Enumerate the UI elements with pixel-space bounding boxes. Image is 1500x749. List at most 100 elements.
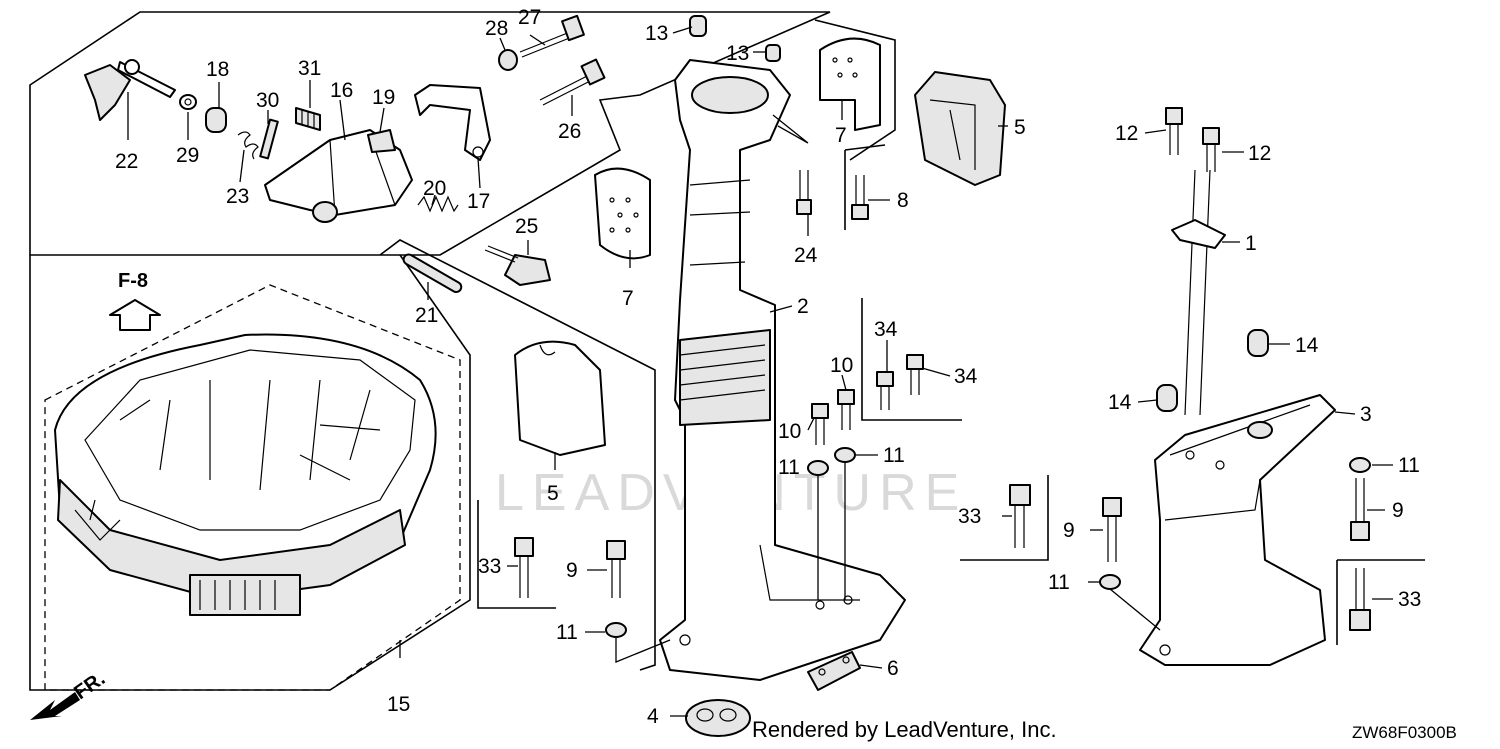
part-12-bolt-right <box>1202 127 1220 172</box>
part-33-bolt-a <box>514 537 534 598</box>
callout-12a: 12 <box>1115 122 1138 145</box>
callout-34a: 34 <box>874 318 898 341</box>
callout-14a: 14 <box>1295 334 1319 357</box>
part-19-cap <box>367 129 396 153</box>
callout-11c: 11 <box>556 621 578 644</box>
part-27-bolt <box>519 14 585 58</box>
part-11-washer-a <box>807 460 829 476</box>
part-4-grommet <box>685 699 751 737</box>
callout-30: 30 <box>256 89 279 112</box>
part-11-washer-b <box>834 447 856 463</box>
callout-33c: 33 <box>1398 588 1421 611</box>
svg-text:F-8: F-8 <box>118 270 148 292</box>
part-20-spring <box>417 195 459 213</box>
credit-text: Rendered by LeadVenture, Inc. <box>752 717 1057 742</box>
callout-8: 8 <box>897 189 909 212</box>
part-11-washer-c <box>605 622 627 638</box>
leader-lines <box>127 26 1393 717</box>
part-15-undercowl <box>54 333 437 616</box>
callout-9c: 9 <box>1392 499 1404 522</box>
part-10-bolt-b <box>837 389 855 430</box>
callout-22: 22 <box>115 150 138 173</box>
callout-2: 2 <box>797 295 809 318</box>
callout-14b: 14 <box>1108 391 1132 414</box>
part-7-rubber-upper <box>819 37 881 131</box>
part-11-washer-e <box>1349 457 1371 473</box>
callout-13a: 13 <box>645 22 668 45</box>
callout-17: 17 <box>467 190 490 213</box>
callout-11b: 11 <box>883 444 905 467</box>
callout-24: 24 <box>794 244 818 267</box>
part-33-bolt-b <box>1009 484 1031 548</box>
callout-11e: 11 <box>1398 454 1420 477</box>
part-12-bolt-left <box>1165 107 1183 155</box>
front-direction-arrow: FR. <box>30 668 109 720</box>
callout-20: 20 <box>423 177 446 200</box>
callouts: 22 29 18 23 30 31 16 19 17 20 21 25 28 2… <box>115 6 1421 728</box>
part-8-bolt <box>851 175 869 220</box>
callout-6: 6 <box>887 657 899 680</box>
part-5-mount-lower <box>514 340 606 456</box>
callout-31: 31 <box>298 57 321 80</box>
callout-12b: 12 <box>1248 142 1271 165</box>
part-30-pin <box>259 118 279 160</box>
callout-11a: 11 <box>778 456 800 479</box>
callout-1: 1 <box>1245 232 1257 255</box>
callout-19: 19 <box>372 86 395 109</box>
callout-21: 21 <box>415 304 438 327</box>
part-7-rubber-lower <box>594 167 651 260</box>
callout-5a: 5 <box>1014 116 1026 139</box>
callout-4: 4 <box>647 705 659 728</box>
group-outline-34 <box>861 298 962 421</box>
part-13-nut-b <box>765 44 781 62</box>
part-28-washer <box>498 49 518 71</box>
part-14-collar-b <box>1156 384 1178 412</box>
part-9-bolt-c <box>1350 478 1370 541</box>
view-ref-f8: F-8 <box>109 270 161 331</box>
part-11-washer-d <box>1099 574 1121 590</box>
group-outline-8 <box>844 144 886 230</box>
part-31-nipple <box>295 107 321 131</box>
callout-33b: 33 <box>958 505 981 528</box>
callout-13b: 13 <box>726 42 749 65</box>
part-25-bolt <box>484 245 551 286</box>
part-17-clamp <box>414 84 491 161</box>
callout-15: 15 <box>387 693 410 716</box>
callout-7b: 7 <box>622 287 634 310</box>
group-outline-33b <box>960 475 1049 561</box>
callout-34b: 34 <box>954 365 978 388</box>
part-5-mount-upper <box>914 71 1006 186</box>
part-18-collar <box>205 107 227 133</box>
callout-23: 23 <box>226 185 249 208</box>
part-24-bolt <box>796 170 812 215</box>
part-33-bolt-c <box>1349 568 1371 631</box>
callout-9a: 9 <box>566 559 578 582</box>
part-6-plate <box>807 651 861 691</box>
callout-16: 16 <box>330 79 353 102</box>
part-10-bolt-a <box>811 403 829 445</box>
callout-7a: 7 <box>835 124 847 147</box>
part-3-lower-case <box>1139 394 1336 666</box>
diagram-code: ZW68F0300B <box>1352 723 1457 742</box>
callout-29: 29 <box>176 144 199 167</box>
callout-10b: 10 <box>778 420 801 443</box>
callout-33a: 33 <box>478 555 501 578</box>
part-29-washer <box>179 94 197 110</box>
part-23-spring <box>237 131 259 160</box>
part-1-bracket <box>1171 169 1226 416</box>
part-21-pin <box>402 253 463 293</box>
callout-27: 27 <box>518 6 541 29</box>
group-outline-33c <box>1336 559 1425 645</box>
callout-18: 18 <box>206 58 229 81</box>
part-26-bolt <box>539 58 606 106</box>
callout-3: 3 <box>1360 403 1372 426</box>
undercowl-outline <box>44 284 461 691</box>
part-22-lever <box>84 59 176 121</box>
part-9-bolt-a <box>606 540 626 598</box>
group-outline-tiller <box>29 11 831 256</box>
part-34-bolt-b <box>906 354 924 395</box>
callout-5b: 5 <box>547 482 559 505</box>
part-34-bolt-a <box>876 371 894 410</box>
callout-28: 28 <box>485 17 508 40</box>
